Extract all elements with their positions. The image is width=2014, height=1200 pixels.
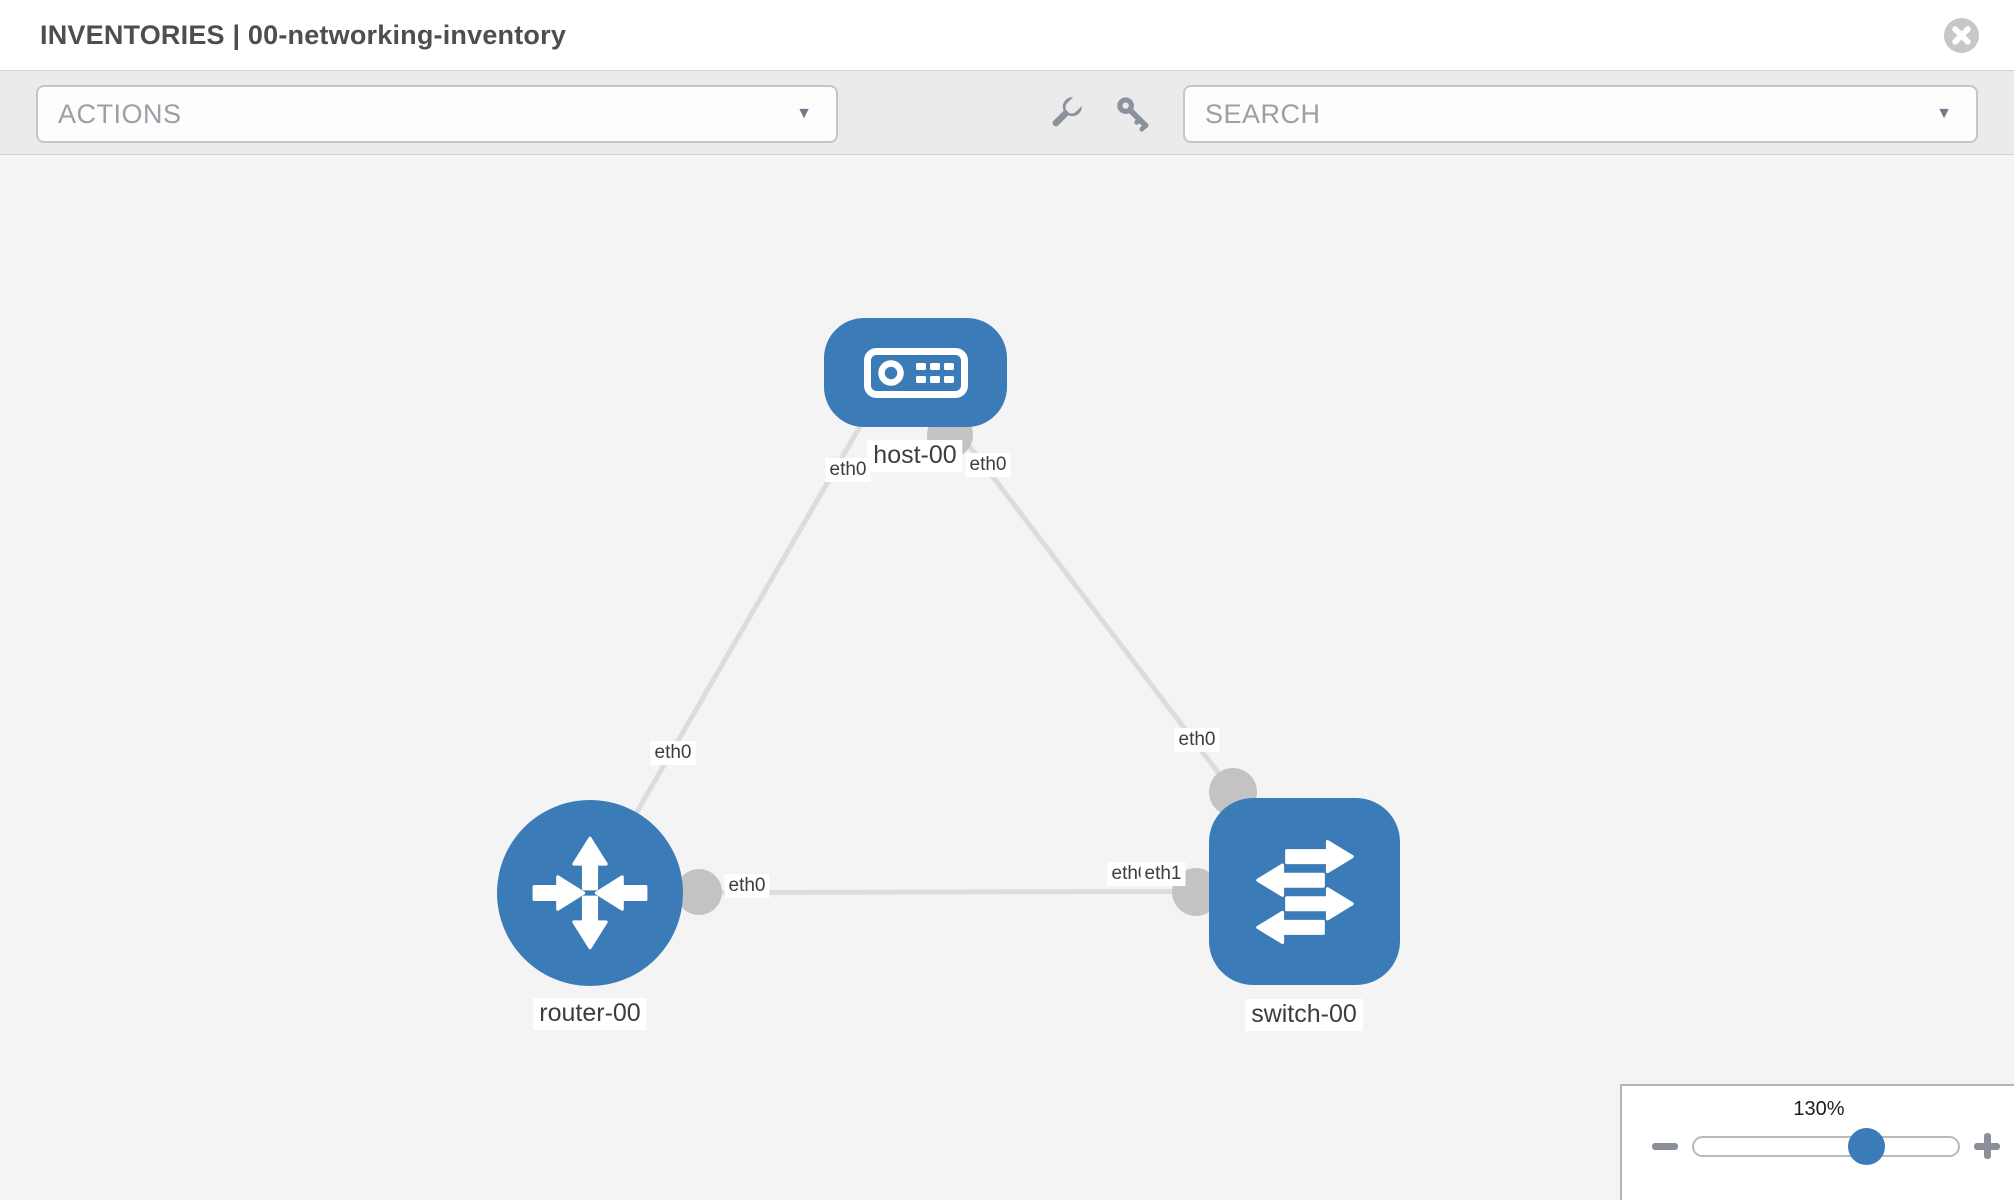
interface-label: eth0	[1174, 728, 1220, 753]
node-label-router-00: router-00	[533, 998, 647, 1030]
port-router00-eth0	[676, 869, 722, 915]
zoom-control-panel: 130%	[1620, 1084, 2014, 1200]
search-input[interactable]	[1205, 98, 1895, 130]
node-label-switch-00: switch-00	[1245, 999, 1363, 1031]
zoom-in-button[interactable]	[1971, 1130, 2003, 1162]
zoom-out-button[interactable]	[1649, 1130, 1681, 1162]
interface-label: eth0	[724, 874, 770, 899]
chevron-down-icon: ▼	[796, 105, 812, 122]
wrench-icon	[1052, 97, 1082, 127]
interface-label: eth0	[650, 741, 696, 766]
wrench-tool-button[interactable]	[1046, 95, 1084, 138]
interface-label: eth1	[1140, 862, 1186, 887]
actions-dropdown[interactable]: ACTIONS ▼	[36, 85, 838, 143]
toolbar: ACTIONS ▼ ▼	[0, 70, 2014, 155]
zoom-level: 130%	[1793, 1098, 1845, 1120]
topology-canvas[interactable]: eth0 eth0 eth0 eth0 eth0 eth0 eth1 host-…	[0, 156, 2014, 1200]
plus-icon	[1983, 1133, 1991, 1159]
page-title: INVENTORIES | 00-networking-inventory	[40, 19, 567, 50]
node-label-host-00: host-00	[867, 440, 963, 472]
chevron-down-icon: ▼	[1936, 105, 1952, 122]
actions-dropdown-label: ACTIONS	[58, 98, 182, 129]
zoom-slider-knob[interactable]	[1848, 1128, 1885, 1165]
zoom-slider-track[interactable]	[1692, 1128, 1960, 1165]
header: INVENTORIES | 00-networking-inventory	[0, 0, 2014, 70]
node-host-00[interactable]	[824, 318, 1007, 427]
links-layer	[587, 412, 1305, 916]
key-tool-button[interactable]	[1115, 95, 1152, 137]
node-router-00[interactable]	[497, 800, 683, 986]
interface-label: eth0	[965, 453, 1011, 478]
key-icon	[1117, 97, 1149, 132]
interface-label: eth0	[825, 458, 871, 483]
node-switch-00[interactable]	[1209, 798, 1400, 985]
close-icon	[1952, 26, 1971, 45]
minus-icon	[1652, 1143, 1678, 1150]
server-icon	[863, 347, 968, 398]
search-dropdown[interactable]: ▼	[1183, 85, 1978, 143]
close-button[interactable]	[1944, 18, 1979, 53]
switch-arrows-icon	[1255, 839, 1354, 944]
router-arrows-icon	[532, 836, 648, 950]
